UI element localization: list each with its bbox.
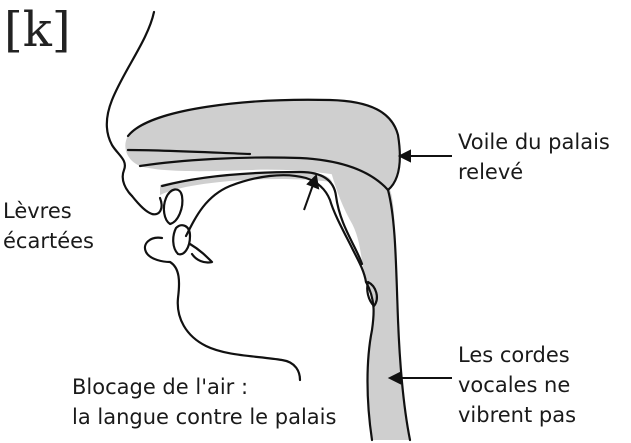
- tongue-tip: [190, 244, 212, 263]
- face-profile: [107, 12, 154, 196]
- label-levres: Lèvres écartées: [3, 196, 94, 256]
- upper-lip: [132, 196, 162, 214]
- oral-cavity-shape: [160, 172, 332, 195]
- label-cordes-vocales: Les cordes vocales ne vibrent pas: [458, 340, 576, 430]
- label-blocage-air: Blocage de l'air : la langue contre le p…: [72, 372, 336, 432]
- lower-lip-chin: [145, 238, 300, 380]
- upper-teeth: [164, 189, 182, 224]
- voile-arrowhead: [400, 151, 410, 161]
- label-voile-du-palais: Voile du palais relevé: [458, 127, 610, 187]
- lower-teeth: [173, 225, 190, 254]
